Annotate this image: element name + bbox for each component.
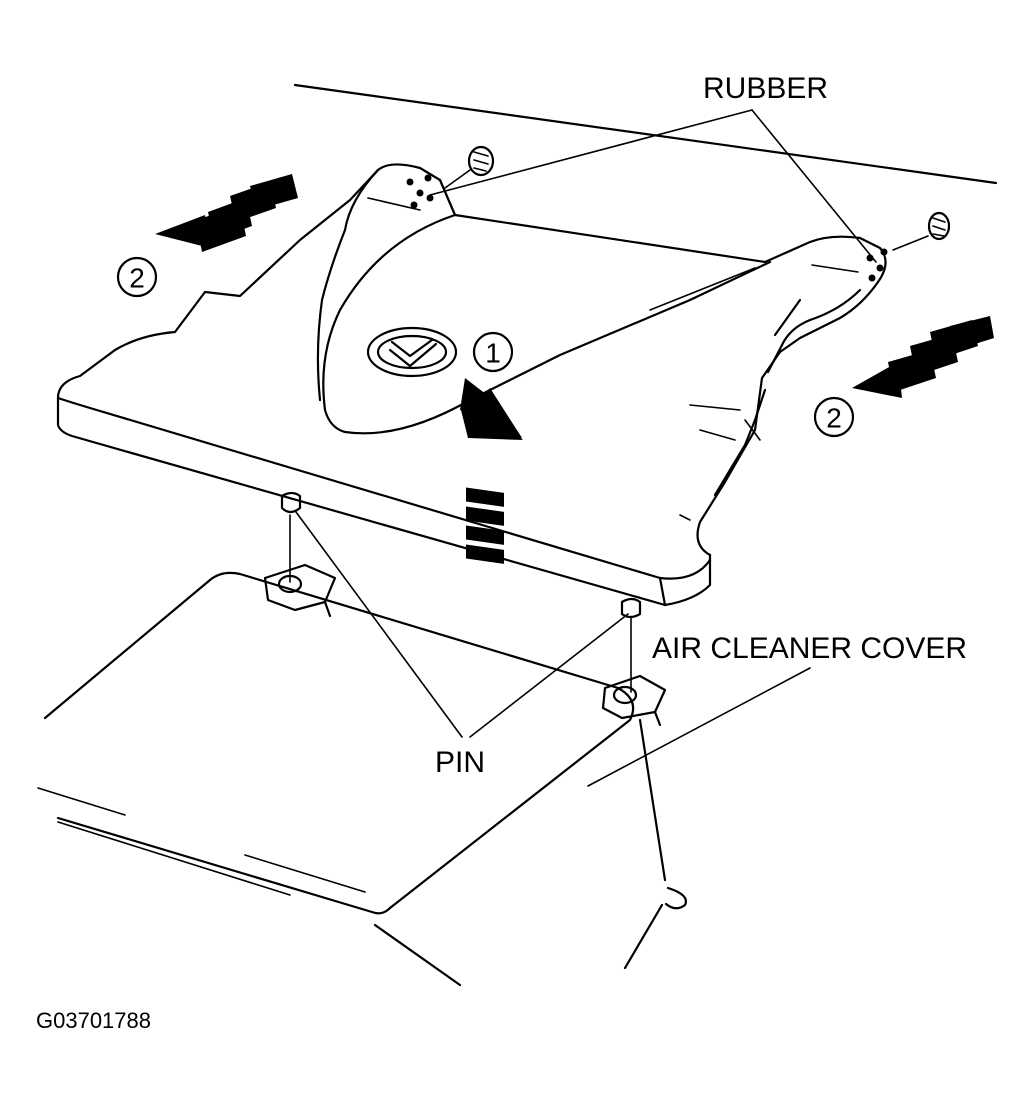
air-cleaner-housing [37, 563, 687, 987]
svg-text:2: 2 [826, 403, 842, 434]
rubber-leader-lines [429, 109, 877, 263]
step-2-left-marker: 2 [116, 256, 158, 298]
figure-code: G03701788 [36, 1008, 151, 1033]
step-1-marker: 1 [472, 331, 514, 373]
air-cleaner-cover-label: AIR CLEANER COVER [652, 632, 967, 665]
engine-cover [56, 163, 888, 607]
emblem-icon [366, 326, 458, 378]
svg-text:2: 2 [129, 263, 145, 294]
step-2-right-marker: 2 [813, 396, 855, 438]
pull-right-arrow-icon [852, 316, 994, 398]
svg-text:1: 1 [485, 338, 501, 369]
rubber-grommet-left [444, 145, 495, 189]
pin-label: PIN [435, 746, 485, 779]
rubber-mount-left [406, 174, 434, 209]
pin-leader-lines [295, 511, 629, 738]
pin-left [280, 491, 302, 583]
rubber-mount-right [866, 248, 888, 282]
pin-socket-right [601, 674, 667, 727]
rubber-label: RUBBER [703, 72, 828, 105]
pull-left-arrow-icon [155, 174, 298, 252]
air-cleaner-cover-leader-line [587, 667, 811, 787]
lift-arrow-icon [460, 378, 523, 564]
reference-line [293, 83, 998, 185]
rubber-grommet-right [892, 211, 951, 251]
pin-socket-left [263, 563, 337, 618]
